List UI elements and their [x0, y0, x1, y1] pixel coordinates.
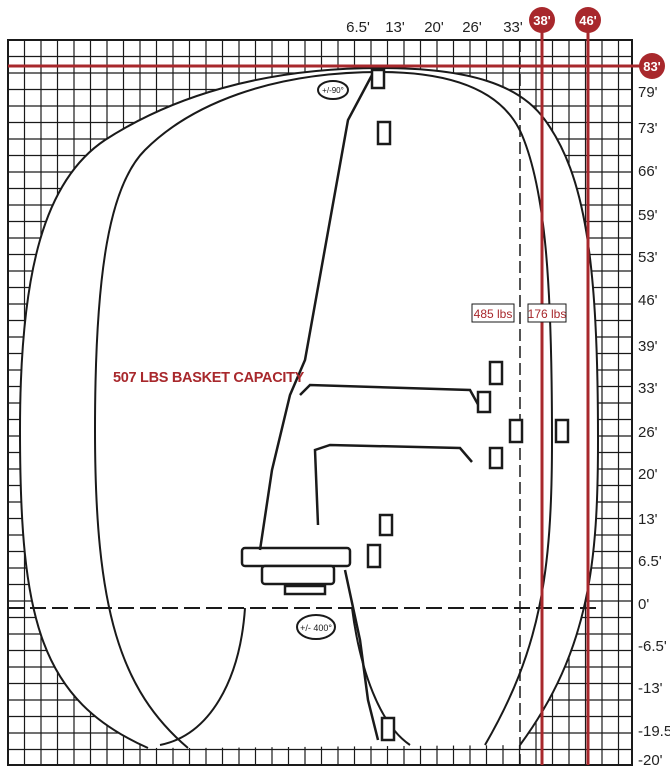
grid-frame: [7, 39, 633, 766]
boom-lower-horizontal: [313, 443, 473, 526]
load-485-label: 485 lbs: [474, 307, 513, 321]
horizontal-tick-labels: 6.5' 13' 20' 26' 33': [346, 19, 523, 36]
vertical-tick-label: 20': [638, 466, 658, 483]
turret-rotation-label: +/- 400°: [300, 623, 332, 633]
reference-lines: [8, 40, 598, 765]
machine-outline: [240, 68, 570, 742]
vertical-tick-label: -19.5': [638, 723, 670, 740]
vertical-tick-label: -13': [638, 680, 663, 697]
basket-capacity-title: 507 LBS BASKET CAPACITY: [113, 370, 305, 386]
vertical-tick-label: 73': [638, 120, 658, 137]
chassis: [240, 546, 352, 568]
vertical-tick-label: -20': [638, 752, 663, 769]
marker-label: 83': [643, 59, 661, 74]
horizontal-tick-label: 13': [385, 19, 405, 36]
vertical-tick-label: 53': [638, 249, 658, 266]
vertical-tick-label: 0': [638, 596, 649, 613]
reach-envelope: [18, 66, 600, 749]
turret-rotation-badge: +/- 400°: [296, 614, 336, 640]
horizontal-tick-label: 20': [424, 19, 444, 36]
boom-descending: [343, 569, 380, 741]
basket-lower-3: [366, 543, 382, 569]
vertical-tick-label: 39': [638, 338, 658, 355]
jib-rotation-badge: +/-90°: [317, 80, 349, 100]
reach-marker-badges: 38' 46' 83': [529, 7, 665, 79]
basket-mid-2: [476, 390, 492, 414]
basket-reach-46: [554, 418, 570, 444]
basket-upper: [376, 120, 392, 146]
lower-right-curve: [351, 607, 411, 746]
vertical-tick-label: 79': [638, 84, 658, 101]
vertical-tick-labels: 79' 73' 66' 59' 53' 46' 39' 33' 26' 20' 13' 6.5' 0' -…: [638, 84, 670, 769]
load-zone-176: 176 lbs: [527, 303, 567, 323]
basket-lower-2: [378, 513, 394, 537]
jib-rotation-label: +/-90°: [322, 86, 344, 95]
vertical-tick-label: 26': [638, 424, 658, 441]
vertical-tick-label: 59': [638, 207, 658, 224]
counterweight: [283, 584, 327, 596]
horizontal-tick-label: 6.5': [346, 19, 370, 36]
vertical-tick-label: 6.5': [638, 553, 662, 570]
height-83-badge: 83': [639, 53, 665, 79]
red-markers: [8, 30, 642, 765]
marker-label: 46': [579, 13, 597, 28]
marker-label: 38': [533, 13, 551, 28]
reach-46-badge: 46': [575, 7, 601, 33]
boom-vertical: [258, 74, 374, 551]
inner-envelope-curve: [93, 70, 554, 749]
vertical-tick-label: 66': [638, 163, 658, 180]
basket-lower: [488, 446, 504, 470]
base-lobe: [159, 607, 246, 746]
basket-mid: [488, 360, 504, 386]
marker-circle: [639, 53, 665, 79]
basket-top: [370, 68, 386, 90]
load-zone-485: 485 lbs: [471, 303, 515, 323]
basket-reach-38: [508, 418, 524, 444]
load-176-label: 176 lbs: [528, 307, 567, 321]
reach-38-badge: 38': [529, 7, 555, 33]
horizontal-tick-label: 33': [503, 19, 523, 36]
vertical-tick-label: 33': [638, 380, 658, 397]
vertical-tick-label: 46': [638, 292, 658, 309]
basket-bottom: [380, 716, 396, 742]
boom-mid-horizontal: [299, 383, 482, 409]
marker-circle: [529, 7, 555, 33]
vertical-tick-label: -6.5': [638, 638, 667, 655]
turret: [260, 564, 336, 586]
horizontal-tick-label: 26': [462, 19, 482, 36]
marker-circle: [575, 7, 601, 33]
vertical-tick-label: 13': [638, 511, 658, 528]
